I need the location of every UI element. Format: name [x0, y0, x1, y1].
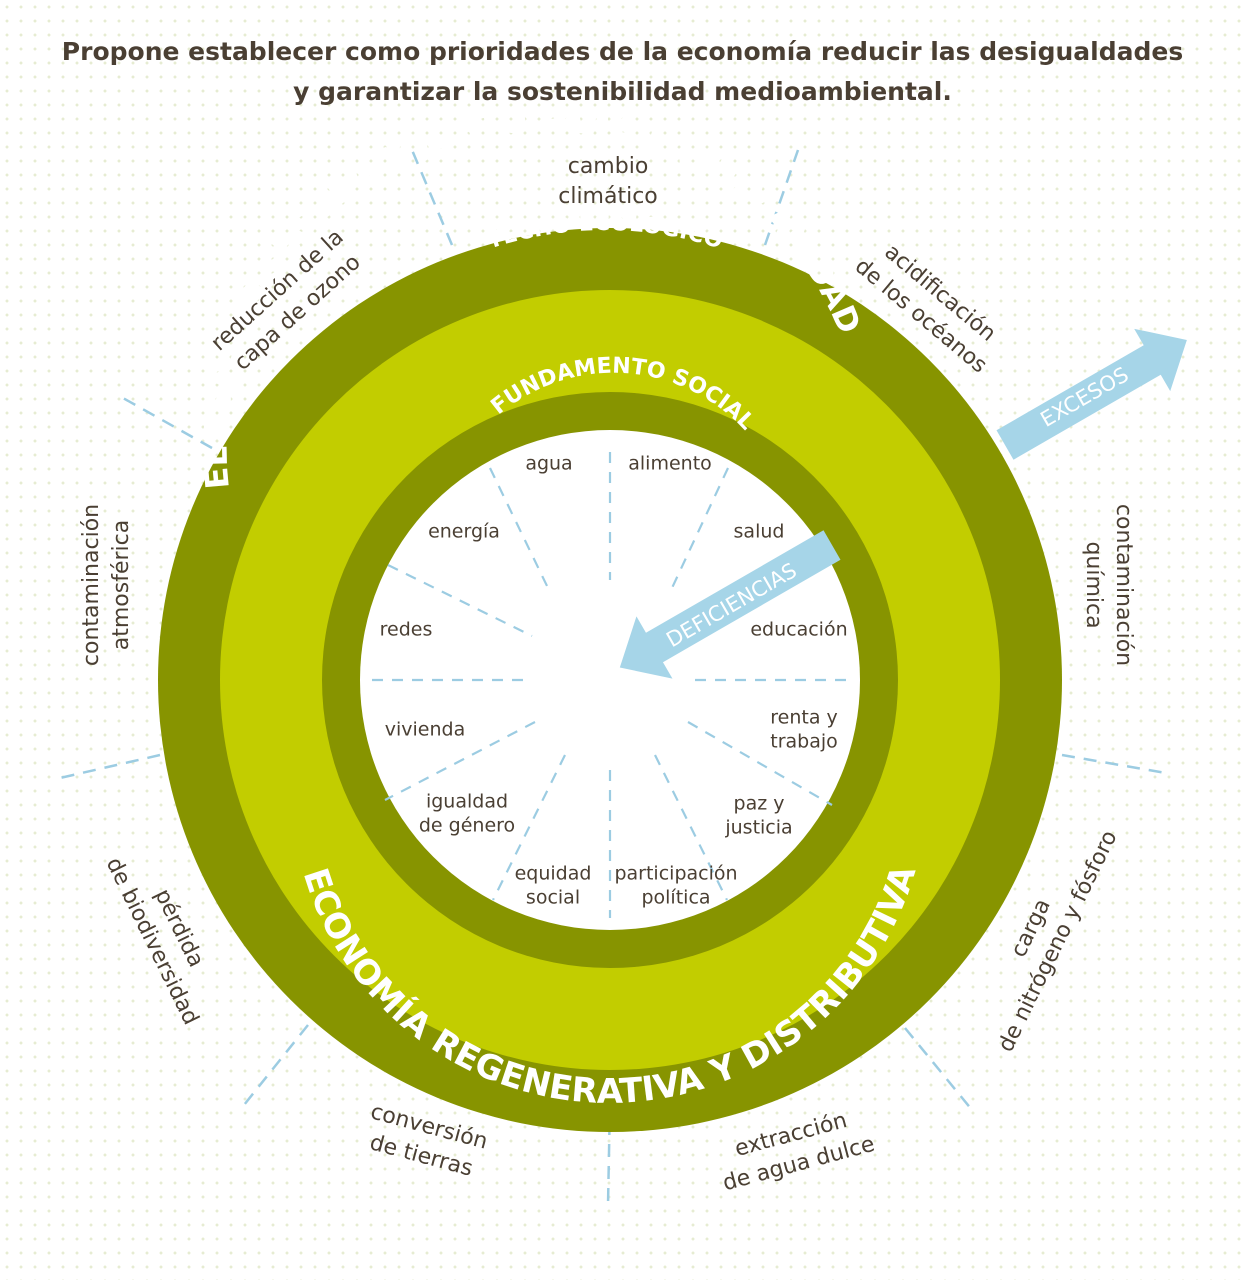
salud-line-1: salud — [734, 521, 785, 543]
igualdad-line-1: igualdad — [426, 791, 508, 813]
label-energia: energía — [428, 521, 500, 543]
igualdad-line-2: de género — [419, 815, 515, 837]
outer-divider — [239, 1024, 309, 1111]
label-agua: agua — [525, 453, 572, 475]
alimento-line-1: alimento — [628, 453, 712, 475]
page-title: Propone establecer como prioridades de l… — [0, 32, 1245, 112]
cambio-line-2: climático — [558, 184, 658, 209]
title-line-1: Propone establecer como prioridades de l… — [61, 37, 1184, 66]
renta-line-1: renta y — [770, 707, 838, 729]
outer-divider — [763, 149, 800, 246]
atmosferica-line-2: atmosférica — [109, 520, 134, 650]
inner-divider — [687, 721, 833, 806]
cambio-line-1: cambio — [568, 154, 649, 179]
equidad-line-1: equidad — [515, 863, 592, 885]
label-redes: redes — [380, 619, 433, 641]
vivienda-line-1: vivienda — [385, 719, 465, 741]
inner-divider — [489, 467, 549, 589]
renta-line-2: trabajo — [770, 731, 838, 753]
label-cambio-climatico: cambio climático — [558, 154, 658, 209]
inner-divider — [654, 754, 728, 901]
educacion-line-1: educación — [750, 619, 847, 641]
agua-line-1: agua — [525, 453, 572, 475]
social-foundation-dividers — [372, 452, 850, 918]
paz-line-2: justicia — [724, 817, 792, 839]
overshoot-arrow: EXCESOS — [996, 328, 1187, 460]
overshoot-arrow-shape — [996, 328, 1187, 460]
outer-boundary-dividers — [59, 149, 1167, 1206]
inner-divider — [492, 754, 566, 901]
outer-divider — [59, 753, 161, 780]
label-extraccion-agua-dulce: extracciónde agua dulce — [712, 1103, 877, 1197]
title-line-2: y garantizar la sostenibilidad medioambi… — [293, 77, 952, 106]
outer-divider — [904, 1027, 973, 1111]
energia-line-1: energía — [428, 521, 500, 543]
inner-divider — [387, 564, 533, 637]
quimica-line-2: química — [1081, 541, 1106, 628]
label-contaminacion-quimica: contaminaciónquímica — [1081, 504, 1136, 666]
label-conversion-tierras: conversiónde tierras — [360, 1099, 490, 1183]
paz-line-1: paz y — [734, 793, 785, 815]
inner-divider — [671, 467, 729, 589]
label-alimento: alimento — [628, 453, 712, 475]
shortfall-arrow-shape — [619, 530, 841, 679]
outer-divider — [410, 149, 454, 246]
participacion-line-2: política — [641, 887, 710, 909]
participacion-line-1: participación — [614, 863, 737, 885]
inner-core — [360, 430, 860, 930]
outer-divider — [606, 1099, 612, 1206]
equidad-line-2: social — [526, 887, 580, 909]
outer-divider — [122, 396, 213, 450]
label-educacion: educación — [750, 619, 847, 641]
atmosferica-line-1: contaminación — [79, 504, 104, 666]
inner-divider — [384, 721, 536, 801]
label-salud: salud — [734, 521, 785, 543]
label-vivienda: vivienda — [385, 719, 465, 741]
outer-divider — [1061, 753, 1167, 775]
quimica-line-1: contaminación — [1111, 504, 1136, 666]
redes-line-1: redes — [380, 619, 433, 641]
